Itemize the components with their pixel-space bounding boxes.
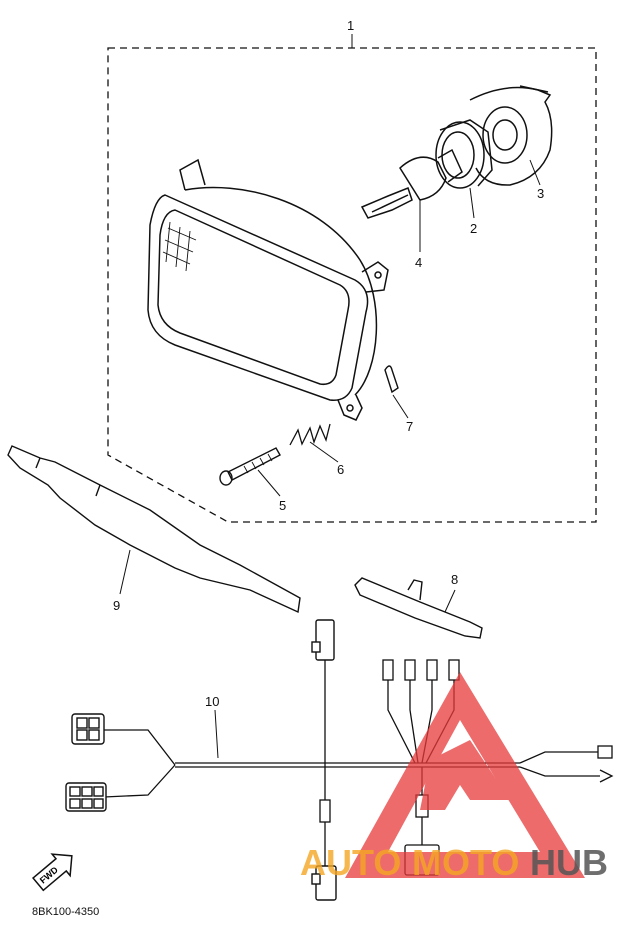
screw bbox=[219, 447, 281, 486]
callout-leader-8 bbox=[444, 589, 456, 613]
bulb bbox=[360, 148, 463, 219]
connector-vertical-mid bbox=[319, 799, 331, 823]
bracket-strip bbox=[7, 445, 301, 614]
callout-2: 2 bbox=[470, 221, 477, 236]
callout-leader-5 bbox=[257, 469, 281, 497]
callout-10: 10 bbox=[205, 694, 219, 709]
callout-leader-7 bbox=[392, 394, 409, 419]
callout-leader-10 bbox=[214, 709, 219, 759]
watermark-word-hub: HUB bbox=[530, 842, 608, 883]
callout-1: 1 bbox=[347, 18, 354, 33]
connector-vertical-bottom bbox=[311, 865, 337, 901]
callout-6: 6 bbox=[337, 462, 344, 477]
connector-right bbox=[597, 745, 613, 759]
assembly-boundary bbox=[107, 47, 597, 523]
callout-leader-3 bbox=[529, 159, 541, 186]
socket-cover bbox=[469, 85, 553, 186]
watermark-triangle bbox=[345, 672, 585, 878]
watermark-inner-mark bbox=[420, 740, 510, 810]
connector-top-left bbox=[71, 713, 105, 745]
connector-bottom-left bbox=[65, 782, 107, 812]
connector-small-set bbox=[382, 659, 460, 681]
headlight-unit bbox=[147, 158, 389, 421]
watermark-wordmark: AUTO MOTO HUB bbox=[300, 842, 608, 883]
bulb-holder bbox=[435, 119, 493, 189]
callout-leader-2 bbox=[469, 187, 475, 219]
watermark-logo bbox=[345, 672, 585, 878]
callout-8: 8 bbox=[451, 572, 458, 587]
callout-9: 9 bbox=[113, 598, 120, 613]
spring bbox=[289, 423, 331, 446]
callout-leader-6 bbox=[309, 441, 339, 463]
forward-arrow-icon: FWD bbox=[31, 853, 73, 892]
callout-3: 3 bbox=[537, 186, 544, 201]
diagram-part-code: 8BK100-4350 bbox=[32, 906, 99, 918]
callout-leader-9 bbox=[119, 549, 131, 595]
watermark-word-auto: AUTO bbox=[300, 842, 401, 883]
callout-4: 4 bbox=[415, 255, 422, 270]
clip bbox=[384, 365, 399, 394]
watermark-word-moto: MOTO bbox=[412, 842, 519, 883]
connector-vertical-top bbox=[311, 619, 335, 661]
bracket bbox=[354, 577, 483, 639]
callout-7: 7 bbox=[406, 419, 413, 434]
callout-5: 5 bbox=[279, 498, 286, 513]
